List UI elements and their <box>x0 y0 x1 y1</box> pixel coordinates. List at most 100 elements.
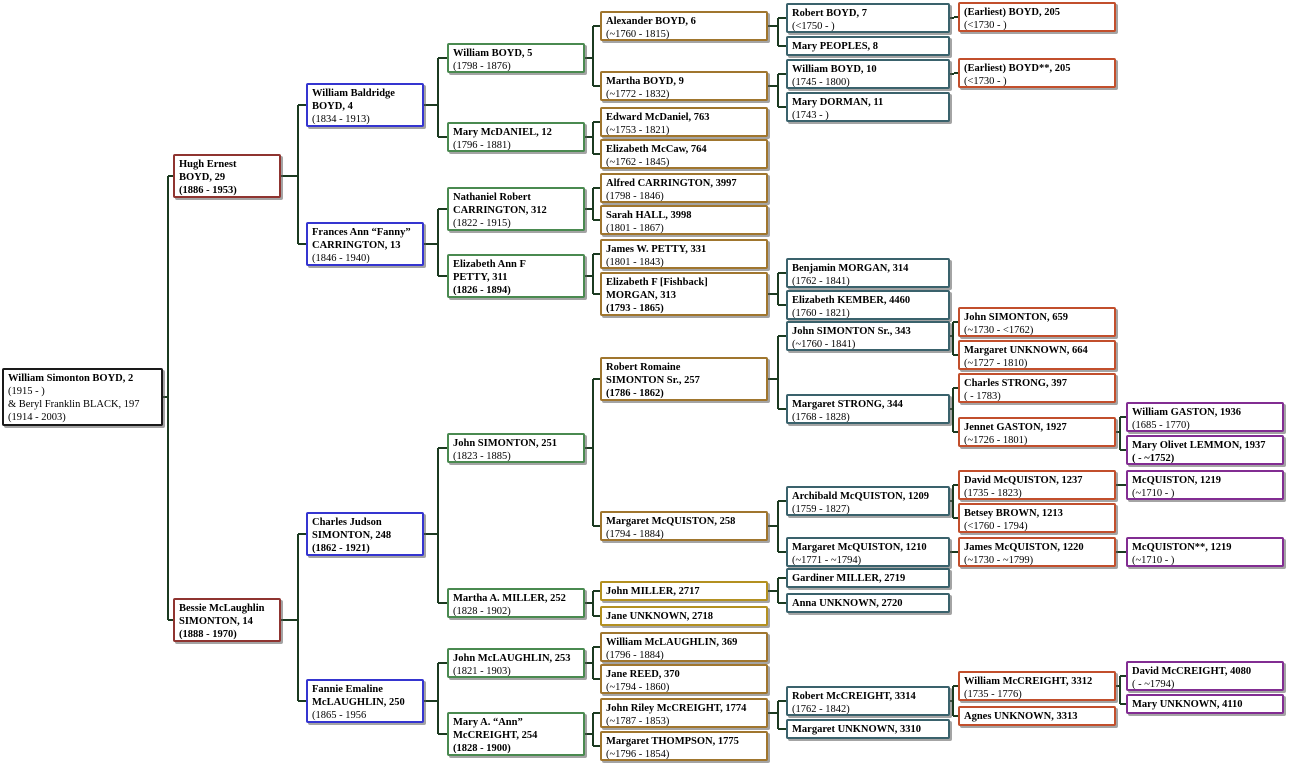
person-dates: (<1730 - ) <box>964 20 1007 31</box>
person-name: Mary A. “Ann” <box>453 717 523 728</box>
person-dates: (1798 - 1876) <box>453 61 511 72</box>
person-dates: (<1730 - ) <box>964 76 1007 87</box>
person-box-reed370[interactable]: Jane REED, 370(~1794 - 1860) <box>600 664 768 694</box>
person-box-morgan314[interactable]: Benjamin MORGAN, 314(1762 - 1841) <box>786 258 950 288</box>
person-box-mcquiston258[interactable]: Margaret McQUISTON, 258 (1794 - 1884) <box>600 511 768 541</box>
person-box-mccreight1774[interactable]: John Riley McCREIGHT, 1774(~1787 - 1853) <box>600 698 768 728</box>
person-box-mcquiston1210[interactable]: Margaret McQUISTON, 1210(~1771 - ~1794) <box>786 537 950 567</box>
person-box-unknown3313[interactable]: Agnes UNKNOWN, 3313 <box>958 706 1116 726</box>
person-box-simonton251[interactable]: John SIMONTON, 251(1823 - 1885) <box>447 433 585 463</box>
person-dates: (~1794 - 1860) <box>606 682 670 693</box>
person-box-mcquiston1219b[interactable]: McQUISTON**, 1219(~1710 - ) <box>1126 537 1284 567</box>
person-name: Jennet GASTON, 1927 <box>964 422 1067 433</box>
person-name: McQUISTON**, 1219 <box>1132 542 1232 553</box>
person-name: William Simonton BOYD, 2 <box>8 373 134 384</box>
person-dates: (1828 - 1900) <box>453 743 511 754</box>
person-box-boyd5[interactable]: William BOYD, 5(1798 - 1876) <box>447 43 585 73</box>
person-box-boyd10[interactable]: William BOYD, 10(1745 - 1800) <box>786 59 950 89</box>
person-box-petty331[interactable]: James W. PETTY, 331(1801 - 1843) <box>600 239 768 269</box>
person-dates: (<1760 - 1794) <box>964 521 1028 532</box>
person-name: Robert Romaine <box>606 362 681 373</box>
person-dates: (1888 - 1970) <box>179 629 237 640</box>
person-box-unknown4110[interactable]: Mary UNKNOWN, 4110 <box>1126 694 1284 714</box>
person-box-miller2719[interactable]: Gardiner MILLER, 2719 <box>786 568 950 588</box>
person-name: Sarah HALL, 3998 <box>606 210 692 221</box>
person-dates: (1760 - 1821) <box>792 308 850 319</box>
person-name: Charles STRONG, 397 <box>964 378 1067 389</box>
person-box-strong344[interactable]: Margaret STRONG, 344(1768 - 1828) <box>786 394 950 424</box>
person-dates: (1822 - 1915) <box>453 218 511 229</box>
person-name: Fannie Emaline <box>312 684 383 695</box>
person-box-mcquiston1219[interactable]: McQUISTON, 1219(~1710 - ) <box>1126 470 1284 500</box>
person-box-lemmon1937[interactable]: Mary Olivet LEMMON, 1937( - ~1752) <box>1126 435 1284 465</box>
person-box-morgan313[interactable]: Elizabeth F [Fishback]MORGAN, 313(1793 -… <box>600 272 768 316</box>
person-dates: (1828 - 1902) <box>453 606 511 617</box>
person-dates: (~1760 - 1841) <box>792 339 856 350</box>
person-box-mccreight3312[interactable]: William McCREIGHT, 3312(1735 - 1776) <box>958 671 1116 701</box>
person-box-peoples8[interactable]: Mary PEOPLES, 8 <box>786 36 950 56</box>
person-box-mccreight254[interactable]: Mary A. “Ann”McCREIGHT, 254(1828 - 1900) <box>447 712 585 756</box>
person-box-hall3998[interactable]: Sarah HALL, 3998(1801 - 1867) <box>600 205 768 235</box>
person-name: William GASTON, 1936 <box>1132 407 1242 418</box>
person-box-unknown3310[interactable]: Margaret UNKNOWN, 3310 <box>786 719 950 739</box>
person-box-miller252[interactable]: Martha A. MILLER, 252(1828 - 1902) <box>447 588 585 618</box>
person-name: Elizabeth F [Fishback] <box>606 277 708 288</box>
person-box-boyd6[interactable]: Alexander BOYD, 6(~1760 - 1815) <box>600 11 768 41</box>
person-box-boyd7[interactable]: Robert BOYD, 7(<1750 - ) <box>786 3 950 33</box>
person-dates: (<1750 - ) <box>792 21 835 32</box>
person-name: Margaret McQUISTON, 258 <box>606 516 736 527</box>
person-name: BOYD, 4 <box>312 101 353 112</box>
person-name: Margaret UNKNOWN, 3310 <box>792 724 921 735</box>
person-box-strong397[interactable]: Charles STRONG, 397( - 1783) <box>958 373 1116 403</box>
person-name: John SIMONTON Sr., 343 <box>792 326 911 337</box>
person-box-mccreight3314[interactable]: Robert McCREIGHT, 3314(1762 - 1842) <box>786 686 950 716</box>
person-box-mclaughlin369[interactable]: William McLAUGHLIN, 369(1796 - 1884) <box>600 632 768 662</box>
person-name: Robert McCREIGHT, 3314 <box>792 691 916 702</box>
person-box-mcdaniel763[interactable]: Edward McDaniel, 763(~1753 - 1821) <box>600 107 768 137</box>
person-box-gaston1936[interactable]: William GASTON, 1936(1685 - 1770) <box>1126 402 1284 432</box>
person-box-mcquiston1209[interactable]: Archibald McQUISTON, 1209(1759 - 1827) <box>786 486 950 516</box>
person-name: Jane UNKNOWN, 2718 <box>606 611 714 622</box>
person-box-simonton343[interactable]: John SIMONTON Sr., 343 (~1760 - 1841) <box>786 321 950 351</box>
person-box-kember4460[interactable]: Elizabeth KEMBER, 4460(1760 - 1821) <box>786 290 950 320</box>
person-box-mcquiston1237[interactable]: David McQUISTON, 1237(1735 - 1823) <box>958 470 1116 500</box>
person-box-mclaughlin253[interactable]: John McLAUGHLIN, 253(1821 - 1903) <box>447 648 585 678</box>
person-box-carrington13[interactable]: Frances Ann “Fanny”CARRINGTON, 13(1846 -… <box>306 222 424 266</box>
person-name: David McCREIGHT, 4080 <box>1132 666 1252 677</box>
person-dates: (1886 - 1953) <box>179 185 237 196</box>
person-box-carrington3997[interactable]: Alfred CARRINGTON, 3997(1798 - 1846) <box>600 173 768 203</box>
person-box-mccaw764[interactable]: Elizabeth McCaw, 764(~1762 - 1845) <box>600 139 768 169</box>
person-box-unknown2718[interactable]: Jane UNKNOWN, 2718 <box>600 606 768 626</box>
person-dates: (1826 - 1894) <box>453 285 511 296</box>
person-dates: (~1726 - 1801) <box>964 435 1028 446</box>
person-box-unknown664[interactable]: Margaret UNKNOWN, 664(~1727 - 1810) <box>958 340 1116 370</box>
person-box-boyd205b[interactable]: (Earliest) BOYD**, 205(<1730 - ) <box>958 58 1116 88</box>
person-box-boyd9[interactable]: Martha BOYD, 9(~1772 - 1832) <box>600 71 768 101</box>
person-box-dorman11[interactable]: Mary DORMAN, 11(1743 - ) <box>786 92 950 122</box>
person-box-boyd2[interactable]: William Simonton BOYD, 2(1915 - )& Beryl… <box>2 368 163 426</box>
person-dates: (~1730 - <1762) <box>964 325 1034 336</box>
person-box-unknown2720[interactable]: Anna UNKNOWN, 2720 <box>786 593 950 613</box>
person-box-thompson1775[interactable]: Margaret THOMPSON, 1775(~1796 - 1854) <box>600 731 768 761</box>
person-name: John MILLER, 2717 <box>606 586 700 597</box>
person-box-mccreight4080[interactable]: David McCREIGHT, 4080( - ~1794) <box>1126 661 1284 691</box>
person-box-mcdaniel12[interactable]: Mary McDANIEL, 12(1796 - 1881) <box>447 122 585 152</box>
person-name: William BOYD, 10 <box>792 64 877 75</box>
person-name: William McLAUGHLIN, 369 <box>606 637 738 648</box>
person-box-mcquiston1220[interactable]: James McQUISTON, 1220(~1730 - ~1799) <box>958 537 1116 567</box>
person-box-brown1213[interactable]: Betsey BROWN, 1213(<1760 - 1794) <box>958 503 1116 533</box>
person-box-gaston1927[interactable]: Jennet GASTON, 1927 (~1726 - 1801) <box>958 417 1116 447</box>
person-name: Hugh Ernest <box>179 159 237 170</box>
person-box-boyd205[interactable]: (Earliest) BOYD, 205(<1730 - ) <box>958 2 1116 32</box>
person-box-miller2717[interactable]: John MILLER, 2717 <box>600 581 768 601</box>
person-dates: (1794 - 1884) <box>606 529 664 540</box>
person-box-simonton659[interactable]: John SIMONTON, 659(~1730 - <1762) <box>958 307 1116 337</box>
